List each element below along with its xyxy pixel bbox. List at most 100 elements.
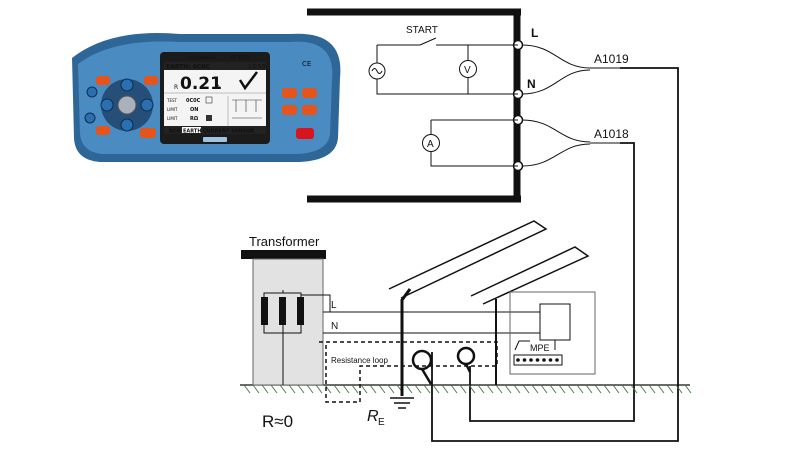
nav-left-key[interactable] [100,98,114,112]
screen-row2-label: LIMIT [167,107,178,112]
mpe-label: MPE [530,343,550,353]
building [388,220,596,385]
ground-hatch-mark [666,384,674,394]
function-key-1[interactable] [96,76,110,85]
help-key[interactable] [140,128,156,138]
mpe-terminal-screw [548,358,553,362]
screen-row1-value: 0C0C [186,98,201,104]
ground-hatch-mark [270,384,278,394]
ground-hatch-mark [423,384,431,394]
supply-line-n-label: N [331,321,338,332]
earth-resistance-label: R [367,408,379,425]
right-key-3[interactable] [282,105,297,115]
ground-hatch-mark [324,384,332,394]
transformer-ground-label: R≈0 [262,412,293,431]
nav-down-key[interactable] [120,118,134,132]
test-key[interactable] [296,128,314,139]
power-key[interactable] [86,86,98,98]
ground-hatch-mark [576,384,584,394]
ground-hatch-mark [594,384,602,394]
mpe-terminal-screw [542,358,546,362]
voltmeter-label: V [464,65,471,76]
screen-title: EARTH: 0C0C [166,64,210,71]
ammeter [422,134,440,152]
ground-hatch-mark [369,384,377,394]
ac-source-icon [371,68,383,74]
ground-hatch-mark [261,384,269,394]
terminal-n-label: N [527,77,536,91]
ground-hatch-mark [459,384,467,394]
probe-top-label: A1019 [594,52,629,66]
ground-hatch-mark [405,384,413,394]
tab-rcd[interactable]: RCD [169,129,181,135]
transformer-label: Transformer [249,234,320,249]
function-key-3[interactable] [96,126,110,135]
ground-hatch-mark [585,384,593,394]
ground-hatch-mark [450,384,458,394]
reading-prefix: R [174,84,178,91]
ground-hatch-mark [549,384,557,394]
ammeter-label: A [427,139,434,150]
light-key[interactable] [84,112,96,124]
ground-hatch-mark [333,384,341,394]
ground-hatch-mark [540,384,548,394]
ground-hatch-mark [252,384,260,394]
distribution-board [307,8,521,203]
ground-hatch-mark [630,384,638,394]
consumer-device [539,303,571,341]
nav-up-key[interactable] [120,78,134,92]
enter-key[interactable] [117,95,137,115]
ground-hatch-mark [675,384,683,394]
return-leads [431,67,679,442]
reading-unit: Ω [215,84,220,91]
right-key-1[interactable] [282,88,297,98]
resistance-loop-label: Resistance loop [331,356,388,365]
instrument-brand: EurotestXA [188,55,216,61]
ground-hatch-mark [558,384,566,394]
screen-row2-value: ON [190,107,198,113]
tab-current-sensor[interactable]: CURRENT SENSOR [203,129,254,135]
ground-hatch-mark [243,384,251,394]
mpe-terminal-screw [535,358,540,362]
mpe-terminal-screw [529,358,533,362]
current-clamp-2 [456,346,476,373]
ground-surface [240,384,692,394]
transformer [241,250,331,386]
ground-hatch-mark [414,384,422,394]
ground-hatch-mark [378,384,386,394]
ground-hatch-mark [486,384,494,394]
tab-earth[interactable]: EARTH [183,129,202,135]
ground-hatch-mark [603,384,611,394]
probe-leads [521,44,620,167]
instrument-model: MI 3105 [230,55,250,61]
earth-electrode-icon [390,397,414,409]
nav-right-key[interactable] [140,98,154,112]
ground-hatch-mark [351,384,359,394]
supply-line-l-label: L [331,300,337,311]
mpe-terminal-screw [555,358,559,362]
ground-hatch-mark [621,384,629,394]
ground-hatch-mark [567,384,575,394]
transformer-winding-2 [279,297,286,325]
ground-hatch-mark [441,384,449,394]
terminal-l-label: L [531,26,538,40]
ground-hatch-mark [504,384,512,394]
transformer-winding-1 [261,297,268,325]
probe-bottom-label: A1018 [594,127,629,141]
ground-hatch-mark [513,384,521,394]
ground-hatch-mark [639,384,647,394]
ground-hatch-mark [684,384,692,394]
earth-conductor [400,288,412,396]
current-clamp-1 [411,349,433,385]
function-key-2[interactable] [144,76,158,85]
voltmeter [459,60,477,78]
ground-hatch-mark [657,384,665,394]
connection-diagram-icon [232,99,262,119]
voltage-circuit [376,37,518,95]
ce-mark-icon: CE [302,60,311,68]
ground-hatch-mark [531,384,539,394]
right-key-4[interactable] [302,105,317,115]
screen-row1-label: TEST [166,98,178,103]
right-key-2[interactable] [302,88,317,98]
